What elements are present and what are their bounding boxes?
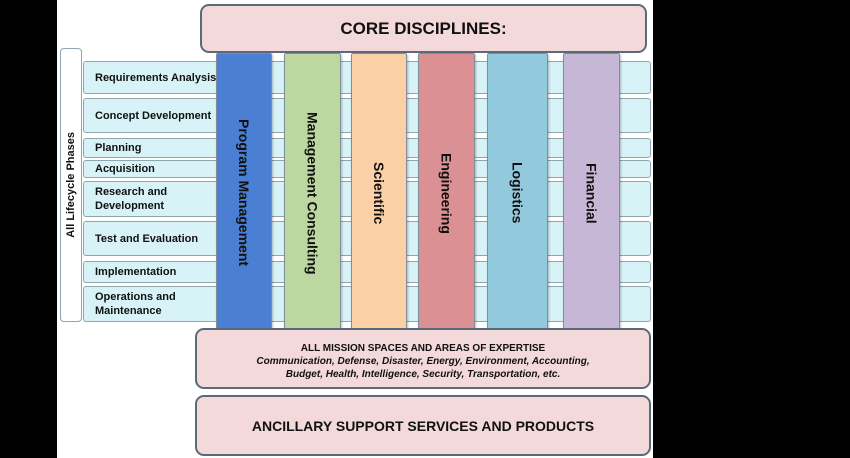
discipline-label: Financial <box>583 162 600 224</box>
ancillary-support-label: ANCILLARY SUPPORT SERVICES AND PRODUCTS <box>251 417 595 434</box>
discipline-label: Management Consulting <box>304 111 321 275</box>
mission-spaces-box: ALL MISSION SPACES AND AREAS OF EXPERTIS… <box>195 328 651 389</box>
phase-label: Concept Development <box>95 109 212 122</box>
lifecycle-phases-label: All Lifecycle Phases <box>65 132 77 238</box>
discipline-label: Program Management <box>236 119 252 267</box>
discipline-column: Engineering <box>418 53 475 333</box>
phase-label: Research and Development <box>95 186 168 212</box>
discipline-column: Logistics <box>487 53 548 333</box>
discipline-column: Financial <box>563 53 620 333</box>
mission-spaces-line2: Budget, Health, Intelligence, Security, … <box>285 369 561 380</box>
discipline-label: Scientific <box>371 161 387 225</box>
discipline-column: Scientific <box>351 53 407 333</box>
core-disciplines-title: CORE DISCIPLINES: <box>340 18 507 38</box>
discipline-column: Management Consulting <box>284 53 341 333</box>
phase-label: Requirements Analysis <box>95 71 217 84</box>
discipline-label: Engineering <box>438 152 455 234</box>
ancillary-support-box: ANCILLARY SUPPORT SERVICES AND PRODUCTS <box>195 395 651 456</box>
core-disciplines-header: CORE DISCIPLINES: <box>200 4 647 53</box>
mission-spaces-line1: Communication, Defense, Disaster, Energy… <box>256 356 590 367</box>
diagram-canvas: CORE DISCIPLINES: All Lifecycle Phases R… <box>57 0 653 458</box>
discipline-label: Logistics <box>509 162 526 224</box>
phase-label: Planning <box>95 142 142 154</box>
phase-label: Test and Evaluation <box>95 232 199 245</box>
phase-label: Acquisition <box>95 163 155 175</box>
lifecycle-phases-box: All Lifecycle Phases <box>60 48 82 322</box>
discipline-column: Program Management <box>216 53 272 333</box>
mission-spaces-title: ALL MISSION SPACES AND AREAS OF EXPERTIS… <box>300 343 546 354</box>
phase-label: Implementation <box>95 266 177 278</box>
phase-label: Operations and Maintenance <box>95 291 176 317</box>
